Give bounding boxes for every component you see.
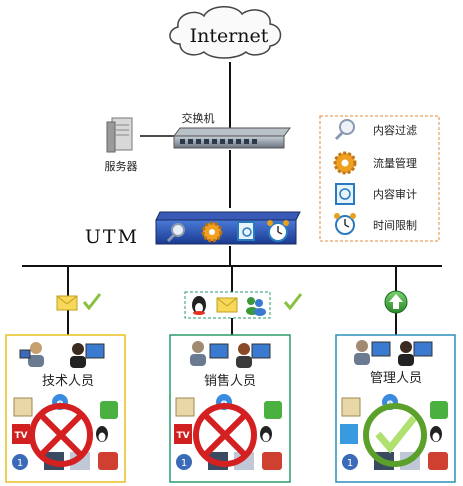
qq-icon [192,296,206,315]
users-icon [19,342,105,368]
group-label-sales: 销售人员 [204,373,256,389]
utm-label: UTM [85,226,139,248]
legend-label-1: 流量管理 [373,156,417,170]
group-tech: 技术人员 e TV 1 [5,334,126,483]
legend-label-0: 内容过滤 [373,123,417,137]
users-icon [354,340,433,366]
mail-icon [216,297,238,313]
branch-indicator-3 [384,290,408,314]
switch-icon [173,127,291,149]
server-label: 服务器 [105,160,138,173]
legend-alarm-clock-icon [334,213,356,235]
blocked-icon [29,403,93,467]
utm-device [155,211,301,245]
legend-box: 内容过滤 流量管理 内容审计 时间限制 [319,115,440,242]
app-icons: e TV 1 [174,394,282,470]
utm-clock-icon [267,220,289,242]
group-label-tech: 技术人员 [42,374,94,389]
utm-magnifier-icon [166,223,185,243]
internet-label: Internet [190,25,269,47]
group-management: 管理人员 e 1 [335,334,456,483]
legend-magnifier-icon [334,119,355,141]
app-icons: e TV 1 [12,394,118,470]
users-icon [190,341,271,368]
utm-audit-icon [237,221,255,241]
svg-text:1: 1 [181,458,187,469]
svg-text:1: 1 [17,458,23,469]
allowed-icon [363,403,427,467]
group-sales: 销售人员 e TV 1 [169,334,291,483]
legend-label-2: 内容审计 [373,187,417,201]
messenger-icon [246,297,266,316]
utm-gear-icon [201,221,223,243]
branch-indicator-2 [184,291,303,319]
group-label-management: 管理人员 [370,371,422,386]
blocked-icon [193,403,257,467]
legend-gear-icon [333,151,357,175]
branch-indicator-1 [56,293,102,311]
svg-text:1: 1 [347,458,353,469]
switch-label: 交换机 [182,111,215,125]
svg-text:TV: TV [176,431,189,441]
svg-text:TV: TV [14,431,27,441]
internet-cloud: Internet [169,6,282,59]
server-icon [106,117,133,153]
legend-audit-icon [335,183,355,205]
legend-label-3: 时间限制 [373,219,417,232]
